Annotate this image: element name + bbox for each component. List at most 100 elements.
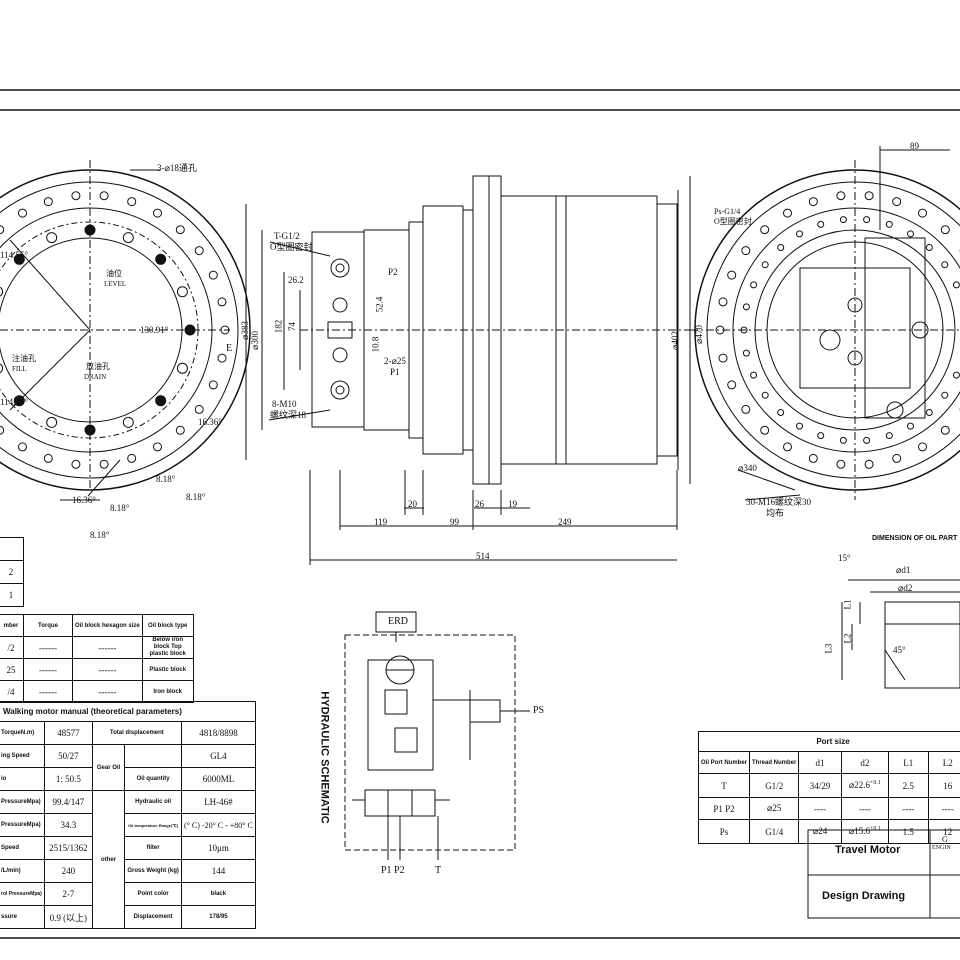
row-label: /L/min)	[0, 859, 45, 883]
row-label: Speed	[0, 836, 45, 860]
oil-block-table: 2 1	[0, 537, 24, 607]
dim-52-4: 52.4	[374, 296, 385, 313]
bolt-hole	[13, 395, 25, 407]
right-bolt-even: 均布	[766, 508, 785, 518]
table-cell: ----	[927, 797, 960, 820]
gear-oil-label: Gear Oil	[91, 744, 126, 791]
table-cell: Below iron block Top plastic block	[141, 636, 194, 659]
right-flange-view	[690, 146, 960, 501]
dia-383: ⌀383	[239, 321, 250, 340]
bolt-hole	[941, 391, 949, 399]
dim-249: 249	[558, 517, 572, 527]
bolt-hole	[175, 225, 185, 235]
p1-label: P1	[390, 367, 400, 377]
ps-port-seal: O型圈密封	[714, 217, 752, 226]
bolt-hole	[836, 191, 846, 201]
title-block-clip1: G	[942, 835, 948, 844]
bolt-hole	[71, 459, 81, 469]
bolt-hole	[153, 208, 162, 218]
bolt-hole	[184, 324, 196, 336]
col-header: L2	[927, 751, 960, 774]
bolt-hole	[208, 270, 218, 280]
bolt-hole	[0, 425, 5, 435]
bolt-hole	[777, 409, 785, 416]
p2-label: P2	[388, 267, 398, 277]
bolt-hole	[99, 459, 109, 469]
row-label: TorqueN.m)	[0, 721, 45, 745]
table-cell: P1 P2	[697, 797, 751, 820]
bolt-hole	[715, 325, 725, 335]
level-cn: 油位	[106, 269, 122, 278]
bolt-hole	[796, 230, 803, 238]
table-cell: ⌀15.6+0.1	[840, 819, 890, 844]
dim-26: 26	[475, 499, 484, 509]
table-cell: ⌀25	[749, 797, 800, 820]
dia-300: ⌀300	[249, 331, 260, 350]
oil-l2: L2	[842, 633, 853, 644]
row-value: 99.4/147	[43, 790, 93, 814]
left-angle-top: 114.55°	[0, 250, 29, 260]
cell-value: ⌀22.6	[848, 780, 871, 790]
row-label: PressureMpa)	[0, 813, 45, 837]
bolt-hole	[941, 261, 949, 269]
title-block-drawing: Design Drawing	[822, 890, 906, 902]
dim-10-8: 10.8	[370, 336, 381, 353]
row-value: 2-7	[43, 882, 93, 906]
row-value: 6000ML	[180, 767, 257, 791]
bolt-hole	[742, 349, 750, 357]
row-label: Total displacement	[91, 721, 182, 745]
bolt-hole	[940, 225, 950, 235]
bolt-note: 8-M10	[272, 399, 297, 409]
left-angle-a: 8.18°	[156, 474, 176, 484]
row-label: Hydraulic oil	[124, 790, 182, 814]
row-label: filter	[124, 836, 182, 860]
bolt-hole	[817, 432, 825, 440]
bolt-hole	[127, 453, 137, 463]
pilot-label: 2-⌀25	[384, 356, 406, 366]
bolt-hole	[907, 230, 914, 238]
bolt-hole	[220, 325, 230, 335]
drain-cn: 放油孔	[86, 362, 110, 371]
bolt-hole	[13, 253, 25, 265]
bolt-hole	[155, 395, 167, 407]
bolt-hole	[925, 244, 933, 251]
bolt-hole	[808, 197, 818, 207]
bolt-hole	[153, 442, 162, 452]
bolt-hole	[808, 453, 818, 463]
table-cell: ------	[72, 658, 143, 681]
table-cell: ⌀24	[798, 819, 842, 844]
dim-26-2: 26.2	[288, 275, 304, 285]
left-angle-b: 8.18°	[186, 492, 206, 502]
port-table-title: Port size	[698, 731, 960, 752]
e-mark: E	[226, 343, 233, 354]
other-label: other	[91, 790, 126, 929]
oil-l3: L3	[823, 643, 834, 654]
table-cell: ----	[888, 797, 929, 820]
bolt-hole	[864, 191, 874, 201]
oil-l1: L1	[842, 599, 853, 610]
row-value: 240	[43, 859, 93, 883]
bolt-hole	[892, 197, 902, 207]
bolt-hole	[796, 422, 803, 430]
right-bolt-note: 30-M16螺纹深30	[746, 497, 811, 507]
bolt-hole	[783, 442, 792, 452]
table-cell: 2.5	[888, 773, 929, 798]
bolt-hole	[71, 191, 81, 201]
hydraulic-schematic	[344, 611, 530, 860]
row-label: rol PressureMpa)	[0, 882, 45, 906]
col-header: d1	[798, 751, 842, 774]
bolt-hole	[217, 297, 227, 307]
col-header: Torque	[23, 614, 73, 637]
oil-d2: ⌀d2	[898, 583, 913, 593]
left-angle-d: 8.18°	[110, 503, 130, 513]
bolt-hole	[727, 380, 737, 390]
port-size-table: Port size Oil Port Number Thread Number …	[697, 731, 960, 844]
erd-label: ERD	[388, 616, 408, 627]
col-header: Thread Number	[749, 751, 800, 774]
dia-470: ⌀470	[693, 325, 704, 344]
row-label: ssure	[0, 905, 45, 929]
tolerance: +0.1	[870, 780, 881, 786]
schematic-title: HYDRAULIC SCHEMATIC	[318, 691, 331, 824]
bolt-hole	[885, 220, 893, 228]
dim-20: 20	[408, 499, 417, 509]
